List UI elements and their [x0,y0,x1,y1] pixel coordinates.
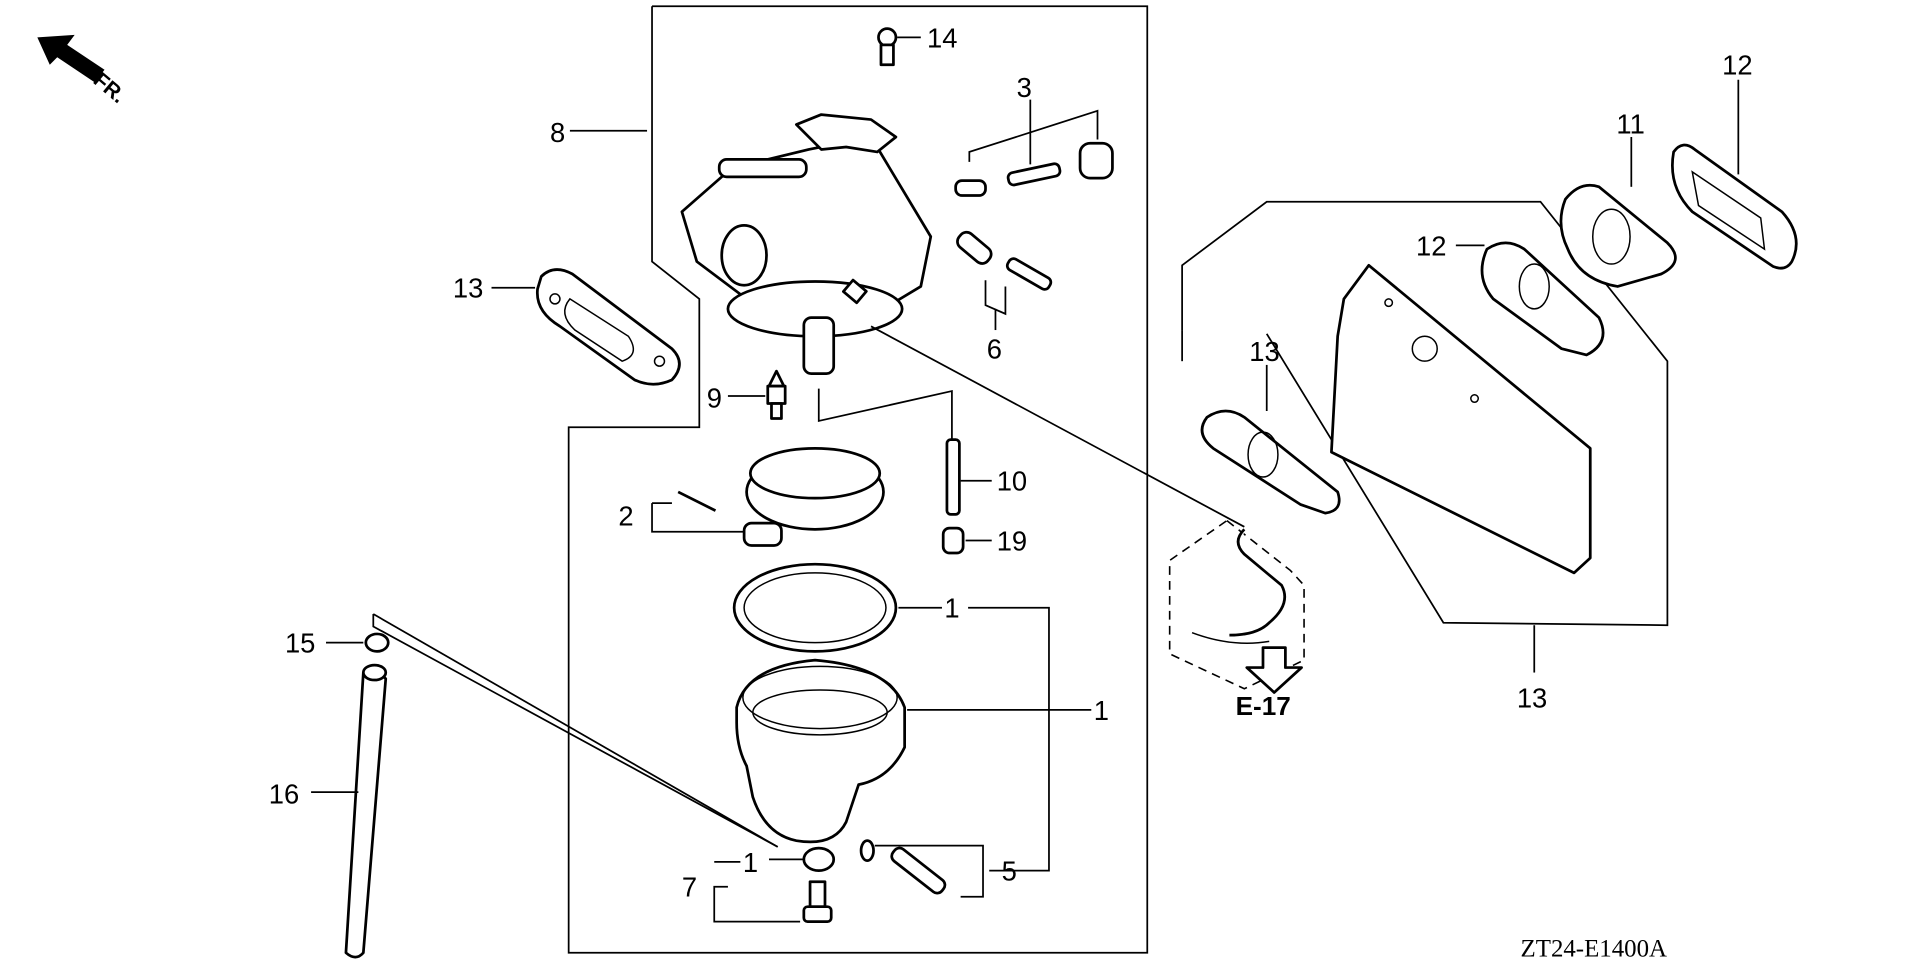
part-15-insulator-plate [1330,263,1592,575]
callout-18: 16 [269,778,299,809]
part-1-float-chamber-gasket [732,562,898,653]
callout-2: 2 [618,501,633,532]
callout-14: 13 [453,273,483,304]
callout-9: 9 [707,382,722,413]
part-12-gasket [1671,143,1798,270]
front-direction-arrow-icon: FR. [37,34,130,108]
part-14-gasket [535,268,681,386]
part-11-insulator [1559,183,1677,288]
part-8-carburetor [680,113,933,376]
callout-13a: 12 [1416,230,1446,261]
part-2-float [651,446,885,547]
callout-5: 5 [1002,856,1017,887]
callout-1a: 1 [944,593,959,624]
cross-reference-arrow-icon [1245,646,1303,694]
callout-12: 12 [1722,50,1752,81]
part-17-hose-clip [364,632,390,653]
callout-7: 6 [987,334,1002,365]
callout-19: 19 [997,525,1027,556]
part-5-drain-screw [859,839,984,898]
cross-reference-label[interactable]: E-17 [1236,691,1291,721]
part-4-pilot-screw-set [954,99,1114,197]
assembly-frame [567,5,1149,954]
callout-4: 3 [1017,72,1032,103]
callout-11: 11 [1616,108,1644,139]
drawing-code: ZT24-E1400A [1521,935,1667,959]
part-9-main-jet [766,369,787,420]
part-18-fuel-tube [344,663,388,959]
e17-reference-pipe [1168,519,1305,690]
part-19-plug [941,526,965,555]
part-13-gasket-lower [1200,409,1341,515]
callout-15: 13 [1517,682,1547,713]
callout-3: 1 [1094,695,1109,726]
part-6-chamber-bolt [713,846,836,924]
part-13-gasket-upper [1480,241,1605,357]
part-7-throttle-stop-screw [956,230,1053,331]
callout-6: 7 [682,872,697,903]
callout-17: 15 [285,628,315,659]
callout-8: 8 [550,117,565,148]
part-3-float-chamber [735,658,906,844]
part-16-screw [877,27,921,67]
part-10-nozzle [945,438,961,516]
callout-1b: 1 [743,847,758,878]
callout-16: 14 [927,22,957,53]
callout-13b: 13 [1249,336,1279,367]
callout-10: 10 [997,466,1027,497]
